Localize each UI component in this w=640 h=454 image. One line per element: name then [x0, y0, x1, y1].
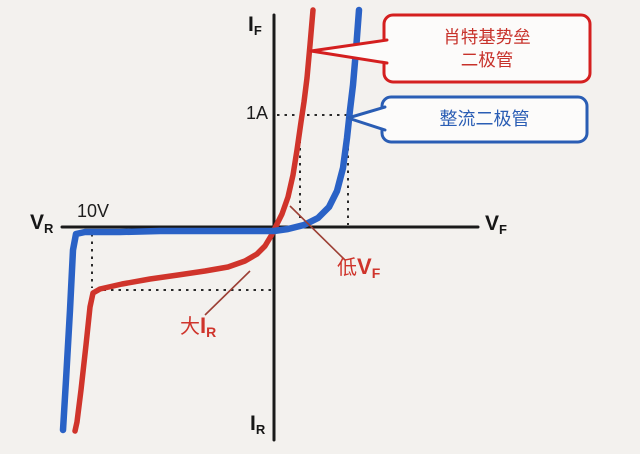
callout-schottky-diode: 肖特基势垒 二极管: [384, 15, 590, 82]
axis-label-ir: IR: [250, 412, 266, 437]
tick-label-10v: 10V: [77, 201, 110, 221]
callout-rectifier-diode: 整流二极管: [382, 97, 587, 142]
axis-label-if: IF: [248, 13, 262, 38]
callout-schottky-line2: 二极管: [460, 49, 514, 70]
tick-label-1a: 1A: [245, 103, 268, 123]
annotation-low-vf: 低VF: [337, 254, 381, 281]
axis-label-vr: VR: [30, 211, 54, 236]
axis-label-vf: VF: [485, 212, 507, 237]
callout-rectifier-line1: 整流二极管: [439, 109, 530, 129]
annotation-big-ir: 大IR: [180, 313, 217, 340]
callout-schottky-line1: 肖特基势垒: [443, 26, 531, 47]
